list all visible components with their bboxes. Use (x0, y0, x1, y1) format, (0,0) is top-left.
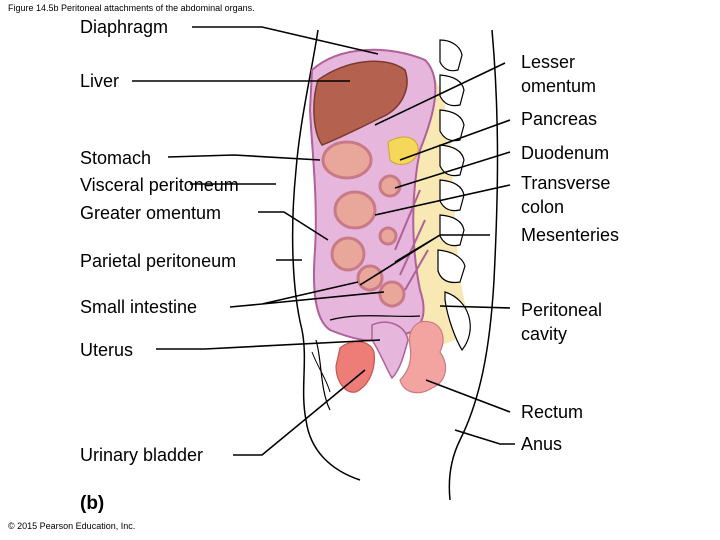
right-leader-lines (359, 62, 515, 445)
label-lesser-omentum-line2: omentum (521, 76, 597, 96)
label-liver: Liver (80, 71, 120, 91)
label-diaphragm: Diaphragm (80, 17, 169, 37)
figure-caption: Figure 14.5b Peritoneal attachments of t… (8, 3, 255, 13)
label-lesser-omentum-line1: Lesser (521, 52, 576, 72)
label-urinary-bladder: Urinary bladder (80, 445, 204, 465)
label-duodenum: Duodenum (521, 143, 610, 163)
panel-label: (b) (80, 493, 105, 514)
label-mesenteries: Mesenteries (521, 225, 620, 245)
pancreas-shape (387, 136, 419, 165)
label-visceral-peritoneum: Visceral peritoneum (80, 175, 239, 195)
label-transverse-colon-line2: colon (521, 197, 565, 217)
label-anus: Anus (521, 434, 563, 454)
pelvic-curve (311, 351, 331, 393)
label-rectum: Rectum (521, 402, 584, 422)
uterus-shape (371, 321, 409, 380)
label-parietal-peritoneum: Parietal peritoneum (80, 251, 237, 271)
label-peritoneal-cavity-line1: Peritoneal (521, 300, 603, 320)
label-small-intestine: Small intestine (80, 297, 198, 317)
label-transverse-colon-line1: Transverse (521, 173, 611, 193)
copyright-notice: © 2015 Pearson Education, Inc. (8, 521, 136, 531)
liver-shape (313, 60, 408, 146)
stomach-shape (321, 140, 373, 180)
label-greater-omentum: Greater omentum (80, 203, 222, 223)
intestine-loop-4 (378, 226, 398, 246)
duodenum-shape (378, 174, 402, 198)
back-outline (448, 29, 499, 501)
vertebral-column (437, 39, 471, 352)
intestine-loop-3 (378, 280, 406, 308)
label-peritoneal-cavity-line2: cavity (521, 324, 568, 344)
urinary-bladder-shape (335, 341, 375, 393)
mesentery-strands (394, 189, 429, 291)
transverse-colon-shape (333, 190, 377, 230)
pelvic-outline (315, 315, 421, 411)
left-leader-lines (132, 26, 385, 456)
label-pancreas: Pancreas (521, 109, 598, 129)
body-outline (291, 29, 361, 481)
intestine-loop-1 (330, 236, 366, 272)
label-uterus: Uterus (80, 340, 134, 360)
label-stomach: Stomach (80, 148, 152, 168)
rectum-shape (399, 320, 447, 394)
